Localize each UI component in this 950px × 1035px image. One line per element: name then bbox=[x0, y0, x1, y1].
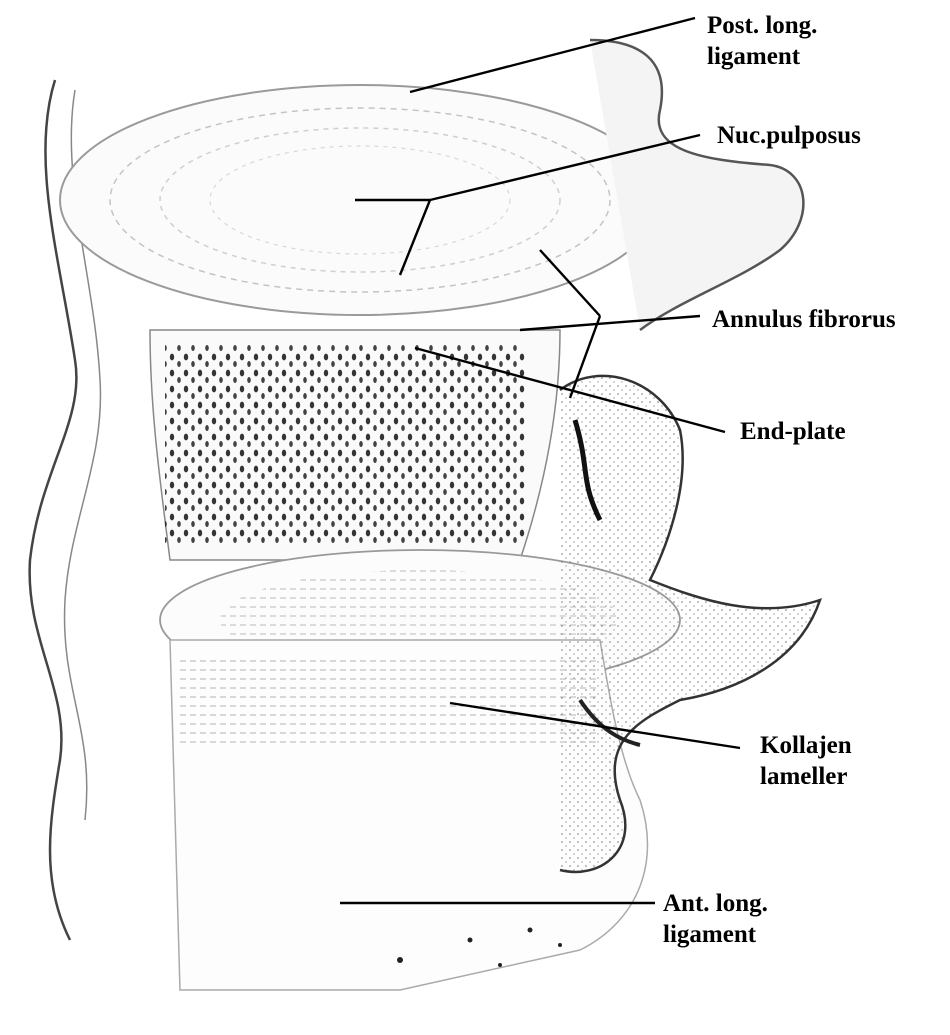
label-kollajen-lameller: Kollajen lameller bbox=[760, 730, 852, 792]
posterior-process bbox=[590, 40, 803, 330]
cancellous-bone bbox=[165, 345, 525, 545]
facet-joint bbox=[560, 376, 820, 872]
label-end-plate: End-plate bbox=[740, 416, 846, 447]
label-post-long-ligament: Post. long. ligament bbox=[707, 10, 817, 72]
label-nuc-pulposus: Nuc.pulposus bbox=[717, 120, 861, 151]
label-annulus-fibrorus: Annulus fibrorus bbox=[712, 304, 896, 335]
leader-annulus-fibrorus bbox=[520, 316, 700, 330]
label-ant-long-ligament: Ant. long. ligament bbox=[663, 888, 768, 950]
